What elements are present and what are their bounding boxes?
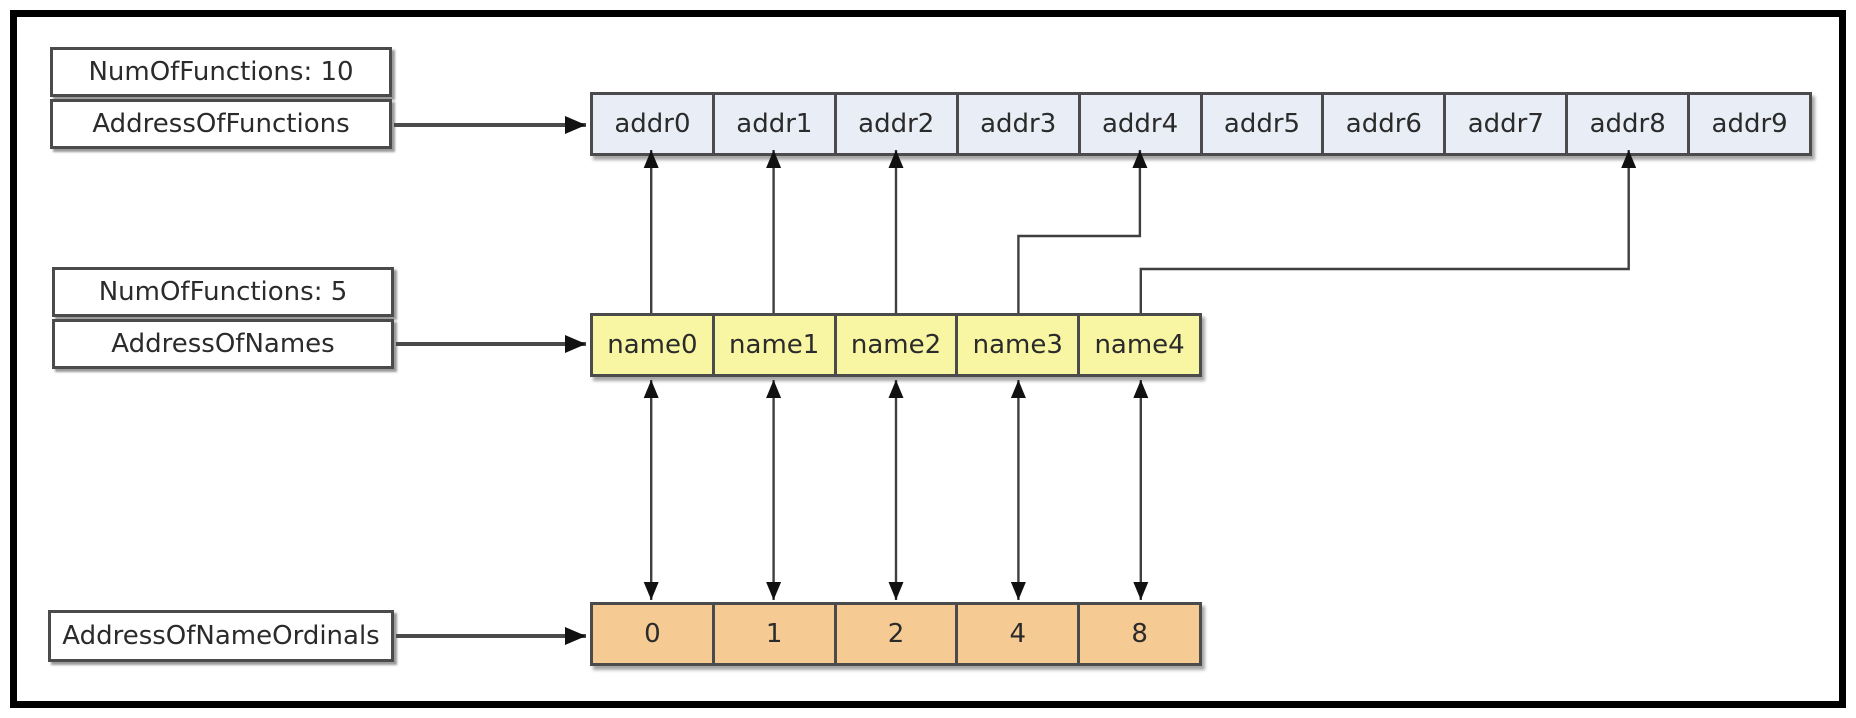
addr-cell-addr0: addr0 [593,95,712,153]
functions-header-box: NumOfFunctions: 10 AddressOfFunctions [50,47,392,149]
name-cell-name0: name0 [593,316,712,374]
names-header-box: NumOfFunctions: 5 AddressOfNames [52,267,394,369]
address-of-functions-label: AddressOfFunctions [50,99,392,149]
addr-cell-addr9: addr9 [1687,95,1810,153]
addr-cell-addr6: addr6 [1321,95,1444,153]
num-of-functions-5-label: NumOfFunctions: 5 [52,267,394,317]
address-of-name-ordinals-label: AddressOfNameOrdinals [48,610,394,662]
name-cell-name2: name2 [833,316,956,374]
addr-cell-addr2: addr2 [833,95,956,153]
addr-cell-addr8: addr8 [1565,95,1688,153]
name-cell-name4: name4 [1077,316,1199,374]
ordinal-cell-0: 0 [593,605,712,663]
ordinal-cell-8: 8 [1077,605,1199,663]
outer-frame [10,10,1846,708]
name-cell-name1: name1 [711,316,834,374]
ordinal-cell-1: 1 [711,605,834,663]
address-of-names-label: AddressOfNames [52,319,394,369]
addr-cell-addr7: addr7 [1443,95,1566,153]
addr-cell-addr3: addr3 [955,95,1078,153]
ordinal-cell-2: 2 [833,605,956,663]
num-of-functions-10-label: NumOfFunctions: 10 [50,47,392,97]
addr-cell-addr1: addr1 [711,95,834,153]
ordinals-header-box: AddressOfNameOrdinals [48,610,394,662]
addr-cell-addr5: addr5 [1199,95,1322,153]
addr-cell-addr4: addr4 [1077,95,1200,153]
name-cell-name3: name3 [955,316,1078,374]
ordinal-cell-4: 4 [955,605,1078,663]
